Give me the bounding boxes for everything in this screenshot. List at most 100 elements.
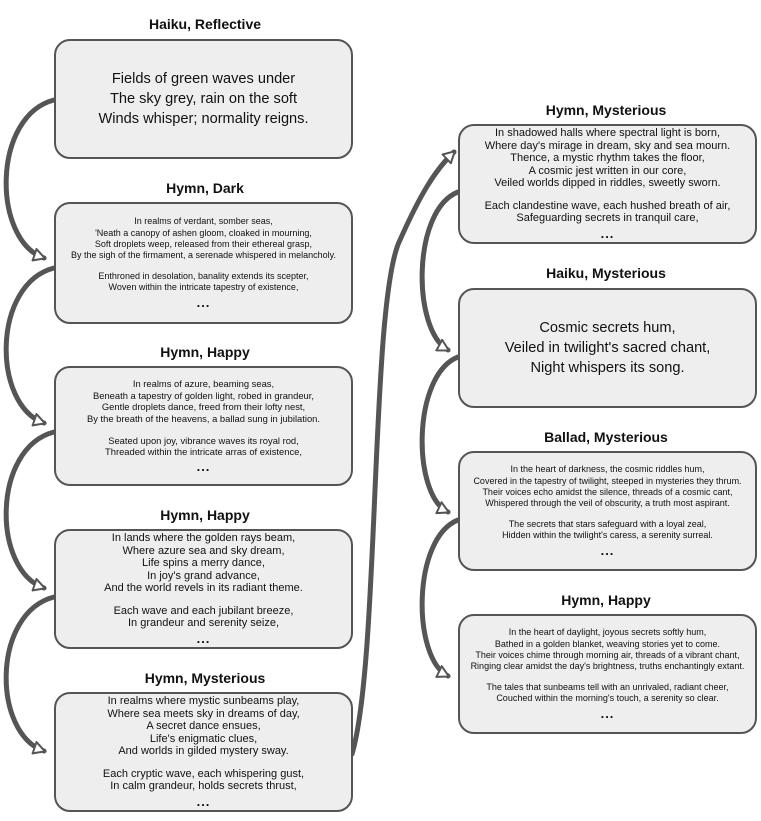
poem-line: The secrets that stars safeguard with a … [508, 519, 707, 530]
poem-line: By the sigh of the firmament, a serenade… [71, 250, 336, 260]
poem-line: In realms of verdant, somber seas, [134, 216, 273, 227]
poem-title-4: Hymn, Happy [160, 507, 250, 523]
poem-box-8: In the heart of darkness, the cosmic rid… [458, 451, 757, 571]
stanza: Enthroned in desolation, banality extend… [98, 271, 308, 293]
poem-box-2: In realms of verdant, somber seas,'Neath… [54, 202, 353, 324]
poem-line: Their voices echo amidst the silence, th… [482, 486, 733, 497]
poem-box-3: In realms of azure, beaming seas,Beneath… [54, 366, 353, 486]
poem-line: Beneath a tapestry of golden light, robe… [92, 389, 314, 401]
stanza: In the heart of darkness, the cosmic rid… [473, 464, 741, 509]
stanza: Seated upon joy, vibrance waves its roya… [105, 435, 302, 458]
continuation-ellipsis: ... [600, 226, 615, 242]
poem-line: Whispered through the veil of obscurity,… [485, 498, 730, 508]
stanza: In realms where mystic sunbeams play,Whe… [107, 695, 299, 758]
arrow-1-to-2 [3, 97, 57, 258]
stanza: Each wave and each jubilant breeze,In gr… [114, 605, 294, 630]
poem-line: Veiled in twilight's sacred chant, [504, 340, 711, 356]
poem-box-6: In shadowed halls where spectral light i… [458, 124, 757, 244]
poem-title-1: Haiku, Reflective [148, 16, 262, 32]
poem-line: In the heart of daylight, joyous secrets… [508, 627, 707, 638]
continuation-ellipsis: ... [196, 458, 211, 474]
poem-line: Ringing clear amidst the day's brightnes… [470, 661, 745, 671]
poem-title-2: Hymn, Dark [166, 180, 244, 196]
arrow-6-to-7 [419, 189, 461, 353]
arrow-5-to-6 [349, 149, 457, 757]
stanza: In realms of verdant, somber seas,'Neath… [71, 216, 336, 261]
poem-line: Couched within the morning's touch, a se… [496, 693, 719, 704]
poem-line: The sky grey, rain on the soft [109, 91, 298, 107]
stanza: The tales that sunbeams tell with an unr… [486, 682, 728, 704]
poem-line: Each clandestine wave, each hushed breat… [484, 199, 731, 212]
arrow-7-to-8 [419, 354, 461, 515]
poem-title-8: Ballad, Mysterious [544, 429, 668, 445]
poem-line: Safeguarding secrets in tranquil care, [516, 212, 699, 225]
poem-line: 'Neath a canopy of ashen gloom, cloaked … [95, 227, 312, 238]
poem-line: In calm grandeur, holds secrets thrust, [110, 780, 297, 793]
continuation-ellipsis: ... [196, 294, 211, 310]
poem-line: Each cryptic wave, each whispering gust, [102, 767, 305, 780]
poem-line: Cosmic secrets hum, [539, 320, 676, 336]
continuation-ellipsis: ... [600, 542, 615, 558]
poem-line: In realms of azure, beaming seas, [132, 378, 275, 390]
poem-box-9: In the heart of daylight, joyous secrets… [458, 614, 757, 734]
poem-line: In lands where the golden rays beam, [111, 531, 296, 544]
poem-line: And the world revels in its radiant them… [104, 582, 303, 595]
poem-line: Veiled worlds dipped in riddles, sweetly… [494, 177, 721, 190]
poem-line: The tales that sunbeams tell with an unr… [486, 682, 729, 693]
poem-box-7: Cosmic secrets hum, Veiled in twilight's … [458, 288, 757, 408]
stanza: Each cryptic wave, each whispering gust,… [103, 768, 304, 793]
continuation-ellipsis: ... [196, 631, 211, 647]
poem-title-3: Hymn, Happy [160, 344, 250, 360]
poem-line: Enthroned in desolation, banality extend… [98, 271, 309, 282]
poem-line: By the breath of the heavens, a ballad s… [87, 413, 320, 424]
poem-line: A secret dance ensues, [146, 720, 261, 733]
poem-line: In realms where mystic sunbeams play, [107, 694, 300, 707]
poem-line: Bathed in a golden blanket, weaving stor… [494, 638, 721, 649]
stanza: In shadowed halls where spectral light i… [485, 127, 730, 190]
continuation-ellipsis: ... [600, 705, 615, 721]
poem-line: A cosmic jest written in our core, [528, 164, 687, 177]
poem-line: Where sea meets sky in dreams of day, [107, 707, 300, 720]
poem-line: And worlds in gilded mystery sway. [118, 745, 289, 758]
poem-line: Hidden within the twilight's caress, a s… [502, 530, 713, 541]
poem-line: In joy's grand advance, [147, 569, 260, 582]
arrow-4-to-5 [3, 594, 57, 751]
stanza: In lands where the golden rays beam,Wher… [104, 532, 303, 595]
poem-title-9: Hymn, Happy [561, 592, 651, 608]
stanza: The secrets that stars safeguard with a … [502, 519, 713, 541]
poem-line: Seated upon joy, vibrance waves its roya… [108, 434, 299, 446]
stanza: In realms of azure, beaming seas,Beneath… [87, 378, 320, 424]
poem-box-4: In lands where the golden rays beam,Wher… [54, 529, 353, 649]
poem-title-5: Hymn, Mysterious [144, 670, 266, 686]
poem-line: In shadowed halls where spectral light i… [494, 126, 720, 139]
poem-title-6: Hymn, Mysterious [545, 102, 667, 118]
stanza: In the heart of daylight, joyous secrets… [471, 627, 745, 672]
poem-line: Winds whisper; normality reigns. [98, 111, 309, 127]
poem-title-7: Haiku, Mysterious [546, 265, 666, 281]
poem-line: Threaded within the intricate arras of e… [105, 446, 302, 458]
poem-line: Night whispers its song. [530, 360, 685, 376]
poem-line: Life's enigmatic clues, [149, 732, 258, 745]
poem-line: Covered in the tapestry of twilight, ste… [473, 475, 742, 486]
poem-line: In grandeur and serenity seize, [127, 617, 280, 630]
poem-line: Each wave and each jubilant breeze, [113, 604, 294, 617]
poem-line: Life spins a merry dance, [142, 557, 265, 570]
arrow-8-to-9 [419, 517, 461, 679]
poem-line: Their voices chime through morning air, … [475, 649, 740, 660]
poem-box-5: In realms where mystic sunbeams play,Whe… [54, 692, 353, 812]
arrow-3-to-4 [3, 429, 57, 588]
poem-line: Where day's mirage in dream, sky and sea… [484, 139, 731, 152]
continuation-ellipsis: ... [196, 794, 211, 810]
stanza: Cosmic secrets hum, Veiled in twilight's … [505, 318, 711, 378]
arrow-2-to-3 [3, 265, 57, 423]
poem-line: Where azure sea and sky dream, [122, 544, 285, 557]
poem-line: Woven within the intricate tapestry of e… [108, 282, 299, 293]
stanza: Each clandestine wave, each hushed breat… [485, 200, 731, 225]
poem-line: Fields of green waves under [111, 71, 296, 87]
poem-line: In the heart of darkness, the cosmic rid… [510, 464, 705, 475]
poem-line: Soft droplets weep, released from their … [94, 238, 313, 249]
poem-line: Gentle droplets dance, freed from their … [101, 401, 306, 413]
